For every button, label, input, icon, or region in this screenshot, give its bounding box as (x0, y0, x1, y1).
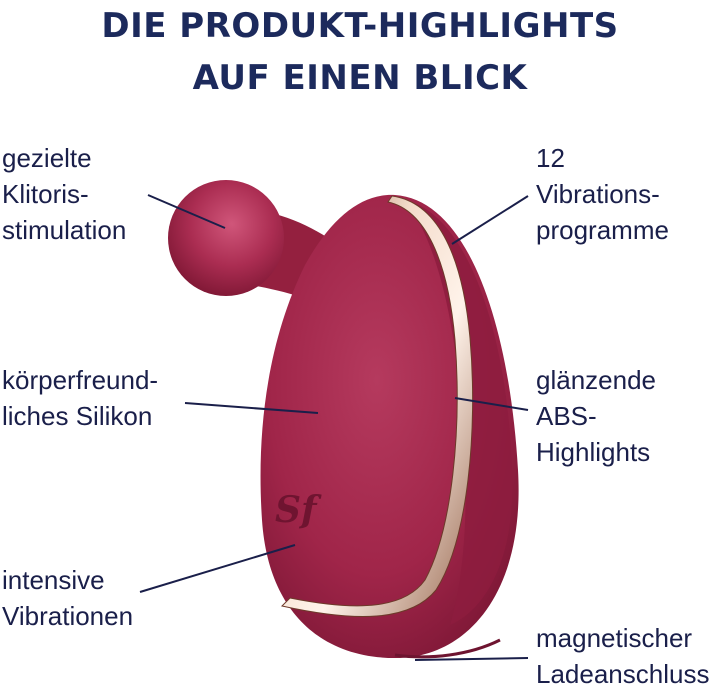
leader-line-clit (147, 194, 226, 229)
label-clit-stimulation: gezielte Klitoris- stimulation (2, 143, 127, 245)
label-magnetic-charging: magnetischer Ladeanschluss (536, 623, 710, 689)
title-line-1: DIE PRODUKT-HIGHLIGHTS (101, 6, 619, 46)
leader-line-vibrations (139, 544, 296, 593)
charging-port-edge (394, 638, 501, 659)
label-intensive-vibrations: intensive Vibrationen (2, 565, 134, 631)
brand-logo: Sf (275, 489, 322, 531)
leader-line-silicone (184, 402, 319, 414)
metallic-trim (281, 195, 474, 617)
leader-line-charging (414, 657, 529, 661)
label-vibration-programs: 12 Vibrations- programme (536, 143, 669, 245)
leader-line-programs (451, 195, 529, 245)
label-abs-highlights: glänzende ABS- Highlights (536, 365, 656, 467)
side-panel (405, 200, 513, 625)
leader-line-abs (454, 397, 529, 411)
title-line-2: AUF EINEN BLICK (192, 58, 528, 98)
label-silicone: körperfreund- liches Silikon (2, 365, 159, 431)
stimulation-ball (168, 180, 284, 296)
page-title: DIE PRODUKT-HIGHLIGHTS AUF EINEN BLICK (0, 0, 720, 104)
